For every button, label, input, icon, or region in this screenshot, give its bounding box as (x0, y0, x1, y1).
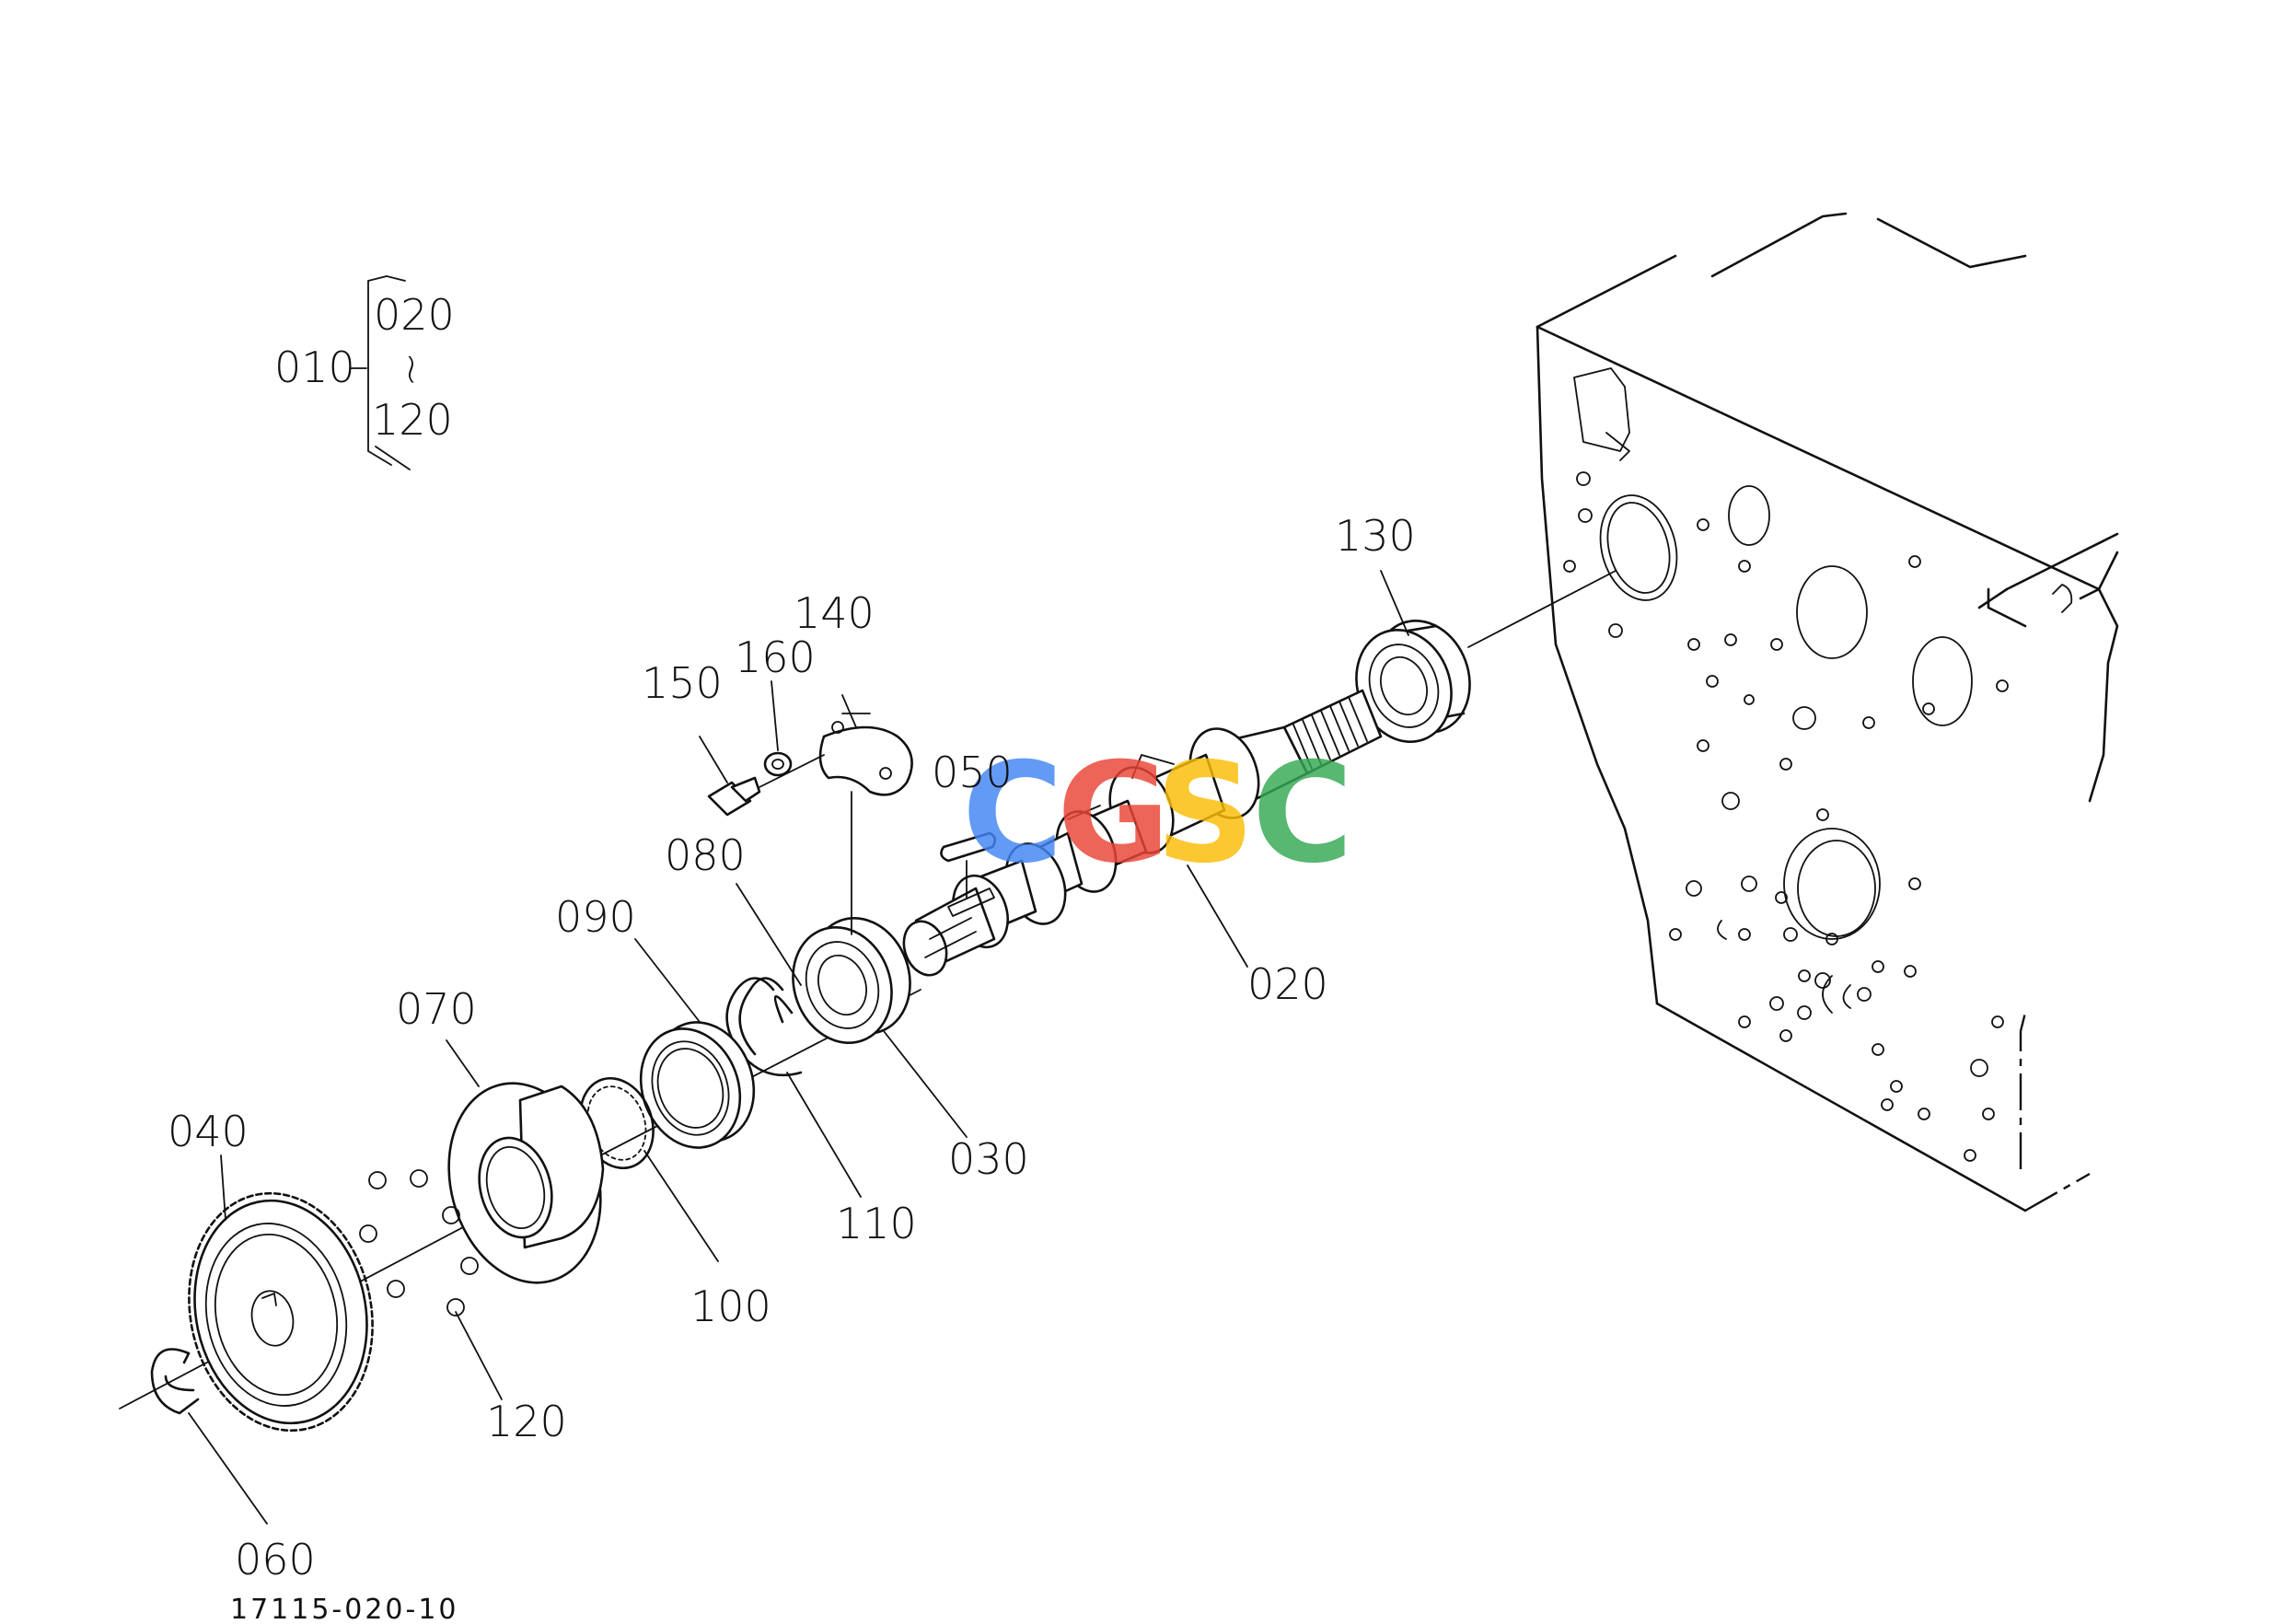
ball-bearing-030 (792, 916, 911, 1045)
part-label-070: 070 (396, 984, 477, 1034)
part-label-050: 050 (932, 748, 1013, 797)
watermark-letter: S (1155, 734, 1255, 894)
bearing-housing-090 (639, 1021, 756, 1149)
part-label-060: 060 (235, 1535, 316, 1584)
part-label-120: 120 (486, 1397, 567, 1446)
part-label-030: 030 (948, 1134, 1029, 1184)
ball-bearing-130 (1355, 619, 1471, 744)
part-label-150: 150 (642, 658, 723, 708)
snap-ring-060 (150, 1348, 200, 1415)
part-label-140: 140 (794, 588, 875, 638)
part-label-130: 130 (1335, 511, 1416, 561)
governor-plate-070 (447, 1082, 605, 1284)
part-label-020: 020 (1247, 959, 1328, 1009)
part-label-100: 100 (690, 1282, 771, 1331)
bolt-150 (707, 754, 825, 817)
part-label-090: 090 (555, 892, 636, 942)
watermark-letter: G (1057, 734, 1170, 894)
assembly-range-tilde: ~ (388, 352, 437, 388)
assembly-range-end-label: 120 (372, 395, 453, 445)
camshaft-020 (902, 689, 1383, 977)
assembly-range-start-label: 020 (374, 290, 455, 340)
assembly-bracket (349, 275, 411, 470)
leader-lines (188, 570, 1409, 1525)
thrust-plate-140 (818, 713, 913, 796)
key-050 (940, 831, 997, 899)
part-label-110: 110 (836, 1199, 917, 1248)
part-labels: 010 020 ~ 120 130 140 160 150 050 080 09… (168, 290, 1416, 1624)
snap-ring-110 (725, 977, 803, 1077)
watermark-logo: C G S C (962, 734, 1353, 894)
watermark-letter: C (1252, 734, 1353, 894)
watermark-letter: C (962, 734, 1063, 894)
assembly-label-010: 010 (274, 342, 355, 392)
part-label-040: 040 (168, 1107, 249, 1156)
drawing-code: 17115-020-10 (230, 1594, 459, 1624)
part-label-080: 080 (665, 830, 746, 880)
steel-balls-120 (359, 1169, 479, 1317)
washer-160 (763, 751, 793, 777)
gear-case-housing (1536, 212, 2119, 1212)
part-label-160: 160 (735, 632, 816, 682)
gear-040 (188, 1191, 374, 1433)
